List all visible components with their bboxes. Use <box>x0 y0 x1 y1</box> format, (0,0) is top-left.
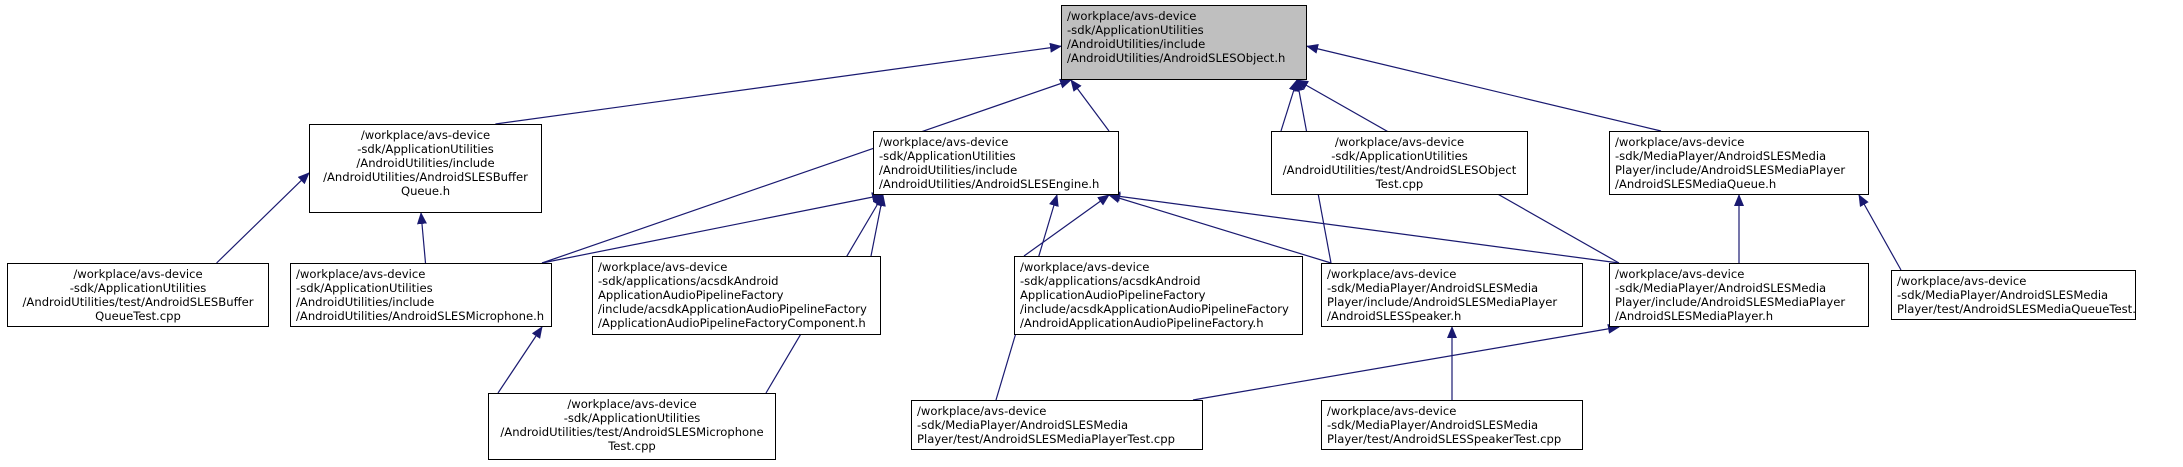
node-label-line: /workplace/avs-device <box>1327 404 1457 418</box>
node-label-line: /workplace/avs-device <box>1020 260 1150 274</box>
node-label-line: /workplace/avs-device <box>917 404 1047 418</box>
node-label-line: /include/acsdkApplicationAudioPipelineFa… <box>598 302 867 316</box>
node-label-line: -sdk/MediaPlayer/AndroidSLESMedia <box>1615 281 1827 295</box>
node-label-line: /workplace/avs-device <box>1897 274 2027 288</box>
graph-node[interactable]: /workplace/avs-device-sdk/MediaPlayer/An… <box>1321 400 1583 450</box>
node-label-line: -sdk/ApplicationUtilities <box>296 281 433 295</box>
node-label-line: /workplace/avs-device <box>598 260 728 274</box>
graph-node[interactable]: /workplace/avs-device-sdk/MediaPlayer/An… <box>1609 131 1869 195</box>
node-label-line: /workplace/avs-device <box>360 128 491 142</box>
node-label-line: Player/test/AndroidSLESSpeakerTest.cpp <box>1327 432 1562 446</box>
graph-node[interactable]: /workplace/avs-device-sdk/MediaPlayer/An… <box>1891 270 2136 320</box>
node-label-line: /workplace/avs-device <box>1327 267 1457 281</box>
node-label-line: /AndroidUtilities/AndroidSLESBuffer <box>323 170 528 184</box>
node-label-line: -sdk/ApplicationUtilities <box>69 281 207 295</box>
node-label-line: -sdk/ApplicationUtilities <box>563 411 701 425</box>
dependency-edge <box>1280 79 1299 132</box>
node-label-line: /workplace/avs-device <box>1334 135 1465 149</box>
node-label-line: -sdk/MediaPlayer/AndroidSLESMedia <box>917 418 1129 432</box>
node-label-line: /include/acsdkApplicationAudioPipelineFa… <box>1020 302 1289 316</box>
dependency-edge <box>1070 79 1110 132</box>
node-label-line: /AndroidUtilities/include <box>356 156 495 170</box>
dependency-edge <box>541 192 884 264</box>
graph-node[interactable]: /workplace/avs-device-sdk/MediaPlayer/An… <box>911 400 1203 450</box>
graph-node[interactable]: /workplace/avs-device-sdk/MediaPlayer/An… <box>1609 263 1869 327</box>
node-label-line: -sdk/applications/acsdkAndroid <box>1020 274 1201 288</box>
graph-node[interactable]: /workplace/avs-device-sdk/ApplicationUti… <box>488 393 776 460</box>
node-label-line: -sdk/ApplicationUtilities <box>1331 149 1468 163</box>
node-label-line: /AndroidSLESSpeaker.h <box>1327 309 1462 323</box>
node-label-line: /workplace/avs-device <box>1615 267 1745 281</box>
node-label-line: Player/include/AndroidSLESMediaPlayer <box>1615 295 1846 309</box>
node-label-line: -sdk/MediaPlayer/AndroidSLESMedia <box>1897 288 2109 302</box>
node-label-line: Player/include/AndroidSLESMediaPlayer <box>1327 295 1558 309</box>
graph-node[interactable]: /workplace/avs-device-sdk/ApplicationUti… <box>309 124 542 213</box>
node-label-line: Test.cpp <box>1375 177 1424 191</box>
dependency-edge <box>541 78 1072 264</box>
node-label-line: /AndroidApplicationAudioPipelineFactory.… <box>1020 316 1264 330</box>
graph-node[interactable]: /workplace/avs-device-sdk/ApplicationUti… <box>7 263 269 327</box>
node-label-line: Player/include/AndroidSLESMediaPlayer <box>1615 163 1846 177</box>
graph-node[interactable]: /workplace/avs-device-sdk/applications/a… <box>592 256 881 335</box>
node-label-line: /AndroidUtilities/include <box>1067 37 1206 51</box>
node-label-line: QueueTest.cpp <box>95 309 181 323</box>
dependency-edge <box>216 172 310 264</box>
graph-node[interactable]: /workplace/avs-device-sdk/ApplicationUti… <box>1271 131 1528 195</box>
dependency-edge <box>1306 43 1662 132</box>
node-label-line: /workplace/avs-device <box>879 135 1009 149</box>
node-label-line: ApplicationAudioPipelineFactory <box>598 288 784 302</box>
dependency-edge <box>1858 194 1902 271</box>
node-label-line: Queue.h <box>400 184 451 198</box>
node-label-line: /AndroidUtilities/include <box>879 163 1018 177</box>
node-label-line: Player/test/AndroidSLESMediaPlayerTest.c… <box>917 432 1175 446</box>
node-label-line: /AndroidUtilities/test/AndroidSLESMicrop… <box>500 425 764 439</box>
dependency-edge <box>1192 323 1620 401</box>
dependency-edge <box>1108 193 1332 264</box>
node-label-line: ApplicationAudioPipelineFactory <box>1020 288 1206 302</box>
node-label-line: Test.cpp <box>608 439 656 453</box>
node-label-line: /AndroidUtilities/AndroidSLESEngine.h <box>879 177 1100 191</box>
dependency-edge <box>495 42 1062 125</box>
node-label-line: -sdk/MediaPlayer/AndroidSLESMedia <box>1327 418 1539 432</box>
node-label-line: -sdk/ApplicationUtilities <box>879 149 1016 163</box>
node-label-line: /ApplicationAudioPipelineFactoryComponen… <box>598 316 866 330</box>
node-label-line: /AndroidUtilities/test/AndroidSLESBuffer <box>22 295 254 309</box>
graph-node[interactable]: /workplace/avs-device-sdk/MediaPlayer/An… <box>1321 263 1583 327</box>
node-label-line: /workplace/avs-device <box>1067 9 1197 23</box>
node-focus-header[interactable]: /workplace/avs-device-sdk/ApplicationUti… <box>1061 5 1307 80</box>
node-label-line: /AndroidSLESMediaPlayer.h <box>1615 309 1774 323</box>
node-label-line: /workplace/avs-device <box>1615 135 1745 149</box>
node-label-line: /workplace/avs-device <box>296 267 426 281</box>
node-label-line: -sdk/ApplicationUtilities <box>1067 23 1204 37</box>
node-label-line: /workplace/avs-device <box>567 397 697 411</box>
node-label-line: /AndroidUtilities/AndroidSLESMicrophone.… <box>296 309 545 323</box>
dependency-edge <box>417 212 427 264</box>
node-label-line: /AndroidSLESMediaQueue.h <box>1615 177 1777 191</box>
node-label-line: /AndroidUtilities/AndroidSLESObject.h <box>1067 51 1286 65</box>
node-label-line: -sdk/ApplicationUtilities <box>357 142 494 156</box>
dependency-edge <box>1023 194 1110 257</box>
node-label-line: Player/test/AndroidSLESMediaQueueTest.cp… <box>1897 302 2136 316</box>
node-label-line: /AndroidUtilities/test/AndroidSLESObject <box>1282 163 1517 177</box>
node-label-line: /workplace/avs-device <box>73 267 203 281</box>
dependency-edge <box>1108 191 1620 264</box>
node-label-line: -sdk/MediaPlayer/AndroidSLESMedia <box>1615 149 1827 163</box>
graph-node[interactable]: /workplace/avs-device-sdk/ApplicationUti… <box>290 263 552 327</box>
dependency-edge <box>497 326 543 394</box>
graph-node[interactable]: /workplace/avs-device-sdk/applications/a… <box>1014 256 1303 335</box>
graph-node[interactable]: /workplace/avs-device-sdk/ApplicationUti… <box>873 131 1119 195</box>
node-label-line: -sdk/MediaPlayer/AndroidSLESMedia <box>1327 281 1539 295</box>
node-label-line: -sdk/applications/acsdkAndroid <box>598 274 779 288</box>
node-label-line: /AndroidUtilities/include <box>296 295 435 309</box>
